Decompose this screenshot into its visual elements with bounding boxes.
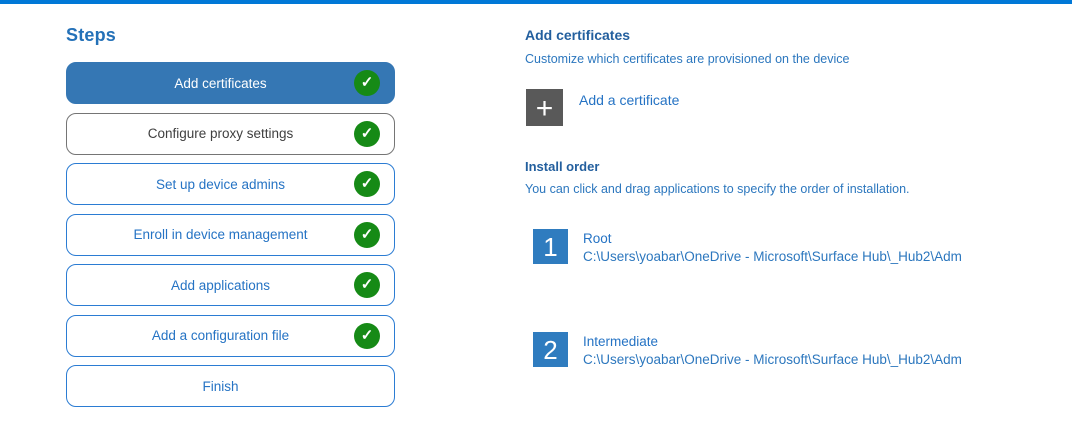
step-label: Set up device admins xyxy=(155,176,286,192)
add-certificates-panel: Add certificates Customize which certifi… xyxy=(525,27,1065,367)
certificate-info: Root C:\Users\yoabar\OneDrive - Microsof… xyxy=(583,231,962,264)
step-label: Add a configuration file xyxy=(151,328,290,343)
plus-icon[interactable]: + xyxy=(526,89,563,126)
certificate-path: C:\Users\yoabar\OneDrive - Microsoft\Sur… xyxy=(583,352,962,367)
step-finish[interactable]: Finish xyxy=(66,365,395,407)
step-label: Configure proxy settings xyxy=(147,126,294,141)
check-icon: ✓ xyxy=(354,70,380,96)
certificate-path: C:\Users\yoabar\OneDrive - Microsoft\Sur… xyxy=(583,249,962,264)
step-label: Finish xyxy=(202,378,239,394)
certificate-name: Intermediate xyxy=(583,334,659,349)
certificate-info: Intermediate C:\Users\yoabar\OneDrive - … xyxy=(583,334,962,367)
add-certificate-label: Add a certificate xyxy=(579,92,680,108)
install-order-item-intermediate[interactable]: 2 Intermediate C:\Users\yoabar\OneDrive … xyxy=(533,332,1065,367)
step-configure-proxy-settings[interactable]: Configure proxy settings ✓ xyxy=(66,112,395,155)
step-enroll-in-device-management[interactable]: Enroll in device management ✓ xyxy=(66,213,395,256)
order-number-badge: 1 xyxy=(533,229,568,264)
page-subtitle: Customize which certificates are provisi… xyxy=(525,52,850,66)
order-number-badge: 2 xyxy=(533,332,568,367)
certificate-name: Root xyxy=(583,231,612,246)
step-label: Add certificates xyxy=(174,75,267,91)
add-certificate-button[interactable]: + Add a certificate xyxy=(526,89,1065,126)
install-order-item-root[interactable]: 1 Root C:\Users\yoabar\OneDrive - Micros… xyxy=(533,229,1065,264)
check-icon: ✓ xyxy=(354,120,380,147)
install-order-description: You can click and drag applications to s… xyxy=(525,182,910,196)
step-add-certificates[interactable]: Add certificates ✓ xyxy=(66,62,395,104)
step-add-applications[interactable]: Add applications ✓ xyxy=(66,264,395,306)
check-icon: ✓ xyxy=(354,221,380,248)
step-label: Enroll in device management xyxy=(133,227,308,242)
step-label: Add applications xyxy=(170,277,271,293)
top-accent-bar xyxy=(0,0,1072,4)
step-set-up-device-admins[interactable]: Set up device admins ✓ xyxy=(66,163,395,205)
check-icon: ✓ xyxy=(354,322,380,349)
steps-sidebar: Steps Add certificates ✓ Configure proxy… xyxy=(66,25,395,416)
page-title: Add certificates xyxy=(525,27,631,43)
steps-list: Add certificates ✓ Configure proxy setti… xyxy=(66,62,395,407)
steps-title: Steps xyxy=(66,25,117,45)
install-order-title: Install order xyxy=(525,159,600,174)
check-icon: ✓ xyxy=(354,171,380,197)
check-icon: ✓ xyxy=(354,272,380,298)
step-add-a-configuration-file[interactable]: Add a configuration file ✓ xyxy=(66,314,395,357)
